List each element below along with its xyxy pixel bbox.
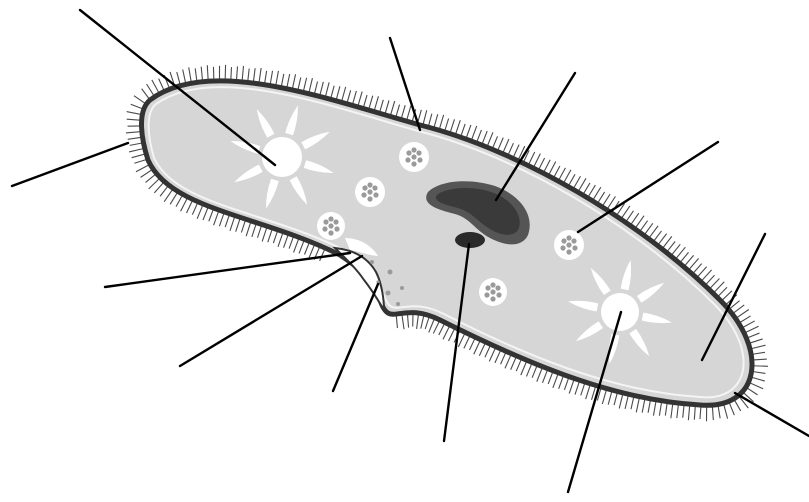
particle [388, 270, 393, 275]
food-particle [561, 238, 566, 243]
food-particle [411, 147, 416, 152]
food-particle [566, 235, 571, 240]
food-particle [405, 157, 410, 162]
cell-membrane [142, 81, 753, 405]
food-particle [323, 219, 328, 224]
food-particle [495, 285, 500, 290]
food-particle [417, 157, 422, 162]
food-particle [572, 245, 577, 250]
food-particle [411, 161, 416, 166]
food-particle [566, 242, 571, 247]
food-particle [416, 150, 421, 155]
food-particle [373, 192, 378, 197]
food-particle [367, 196, 372, 201]
food-vacuole [355, 177, 385, 207]
food-vacuole [554, 230, 584, 260]
particle [386, 291, 391, 296]
food-particle [496, 292, 501, 297]
food-particle [328, 230, 333, 235]
vacuole-center [262, 137, 302, 177]
food-particle [367, 182, 372, 187]
food-particle [367, 189, 372, 194]
food-particle [560, 245, 565, 250]
food-particle [362, 185, 367, 190]
food-particle [361, 192, 366, 197]
cilium [189, 67, 192, 83]
food-particle [333, 219, 338, 224]
food-particle [571, 238, 576, 243]
food-vacuole [479, 278, 507, 306]
food-particle [322, 226, 327, 231]
leader-line [333, 284, 378, 391]
food-particle [328, 216, 333, 221]
cilium [214, 210, 219, 225]
food-particle [328, 223, 333, 228]
particle [370, 260, 374, 264]
particle [400, 286, 404, 290]
food-vacuole [399, 142, 429, 172]
food-particle [334, 226, 339, 231]
leader-line [12, 143, 128, 186]
food-particle [411, 154, 416, 159]
leader-line [735, 393, 809, 436]
cilium [197, 204, 203, 219]
particle [396, 302, 400, 306]
food-vacuole [317, 212, 345, 240]
food-particle [490, 296, 495, 301]
leader-line [578, 142, 718, 232]
food-particle [490, 289, 495, 294]
food-particle [484, 292, 489, 297]
food-particle [490, 282, 495, 287]
food-particle [485, 285, 490, 290]
food-particle [372, 185, 377, 190]
food-particle [566, 249, 571, 254]
food-particle [406, 150, 411, 155]
leader-line [105, 253, 350, 287]
